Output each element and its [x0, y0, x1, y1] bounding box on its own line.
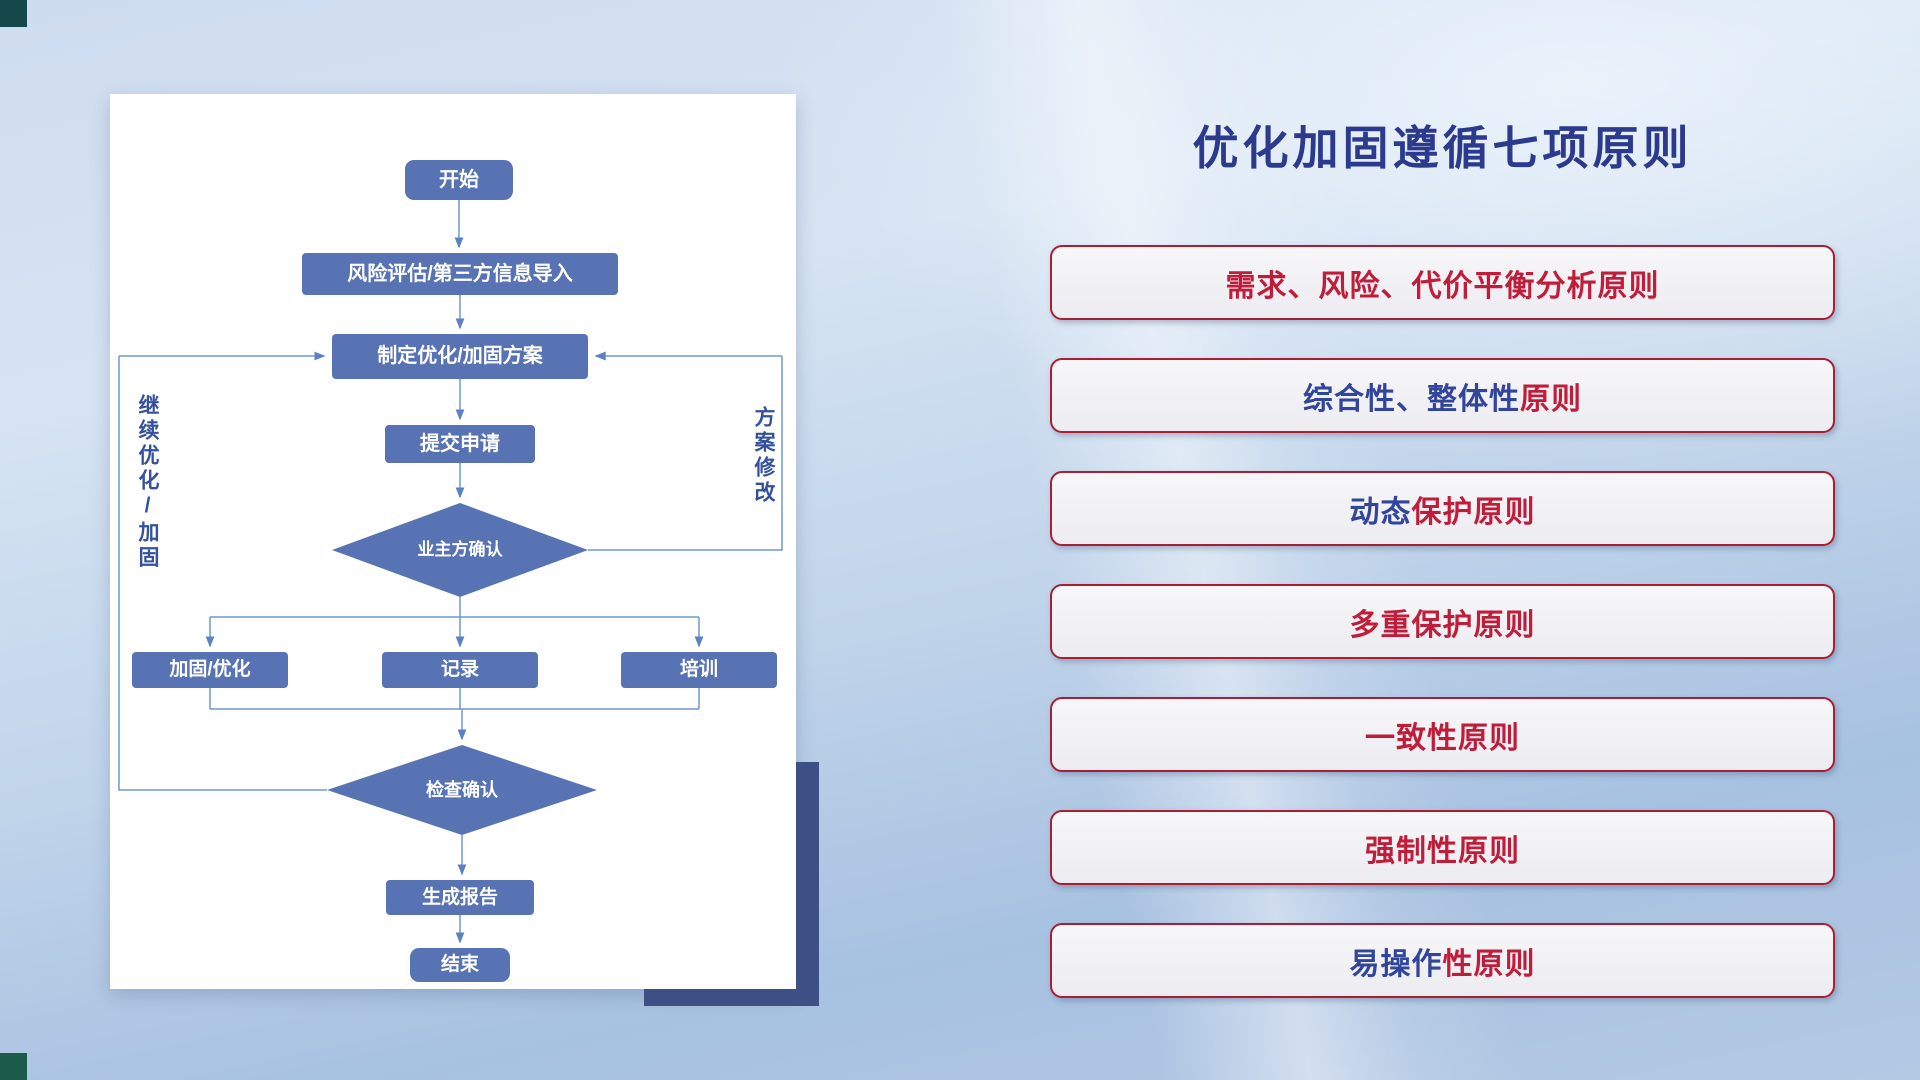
principle-text: 保护原则	[1411, 495, 1536, 529]
corner-decoration-top-left	[0, 0, 27, 27]
principle-text: 性原则	[1442, 947, 1536, 981]
principle-box: 一致性原则	[1050, 697, 1835, 772]
flow-connectors	[118, 200, 783, 944]
principle-box: 综合性、整体性原则	[1050, 358, 1835, 433]
principle-text: 原则	[1520, 382, 1582, 416]
flow-node-start: 开始	[405, 160, 513, 200]
flow-node-training: 培训	[621, 652, 777, 688]
principles-panel: 优化加固遵循七项原则 需求、风险、代价平衡分析原则综合性、整体性原则动态保护原则…	[1050, 0, 1835, 1080]
principle-text: 动态	[1349, 495, 1412, 529]
corner-decoration-bottom-left	[0, 1053, 27, 1080]
principle-text: 一致性原则	[1365, 721, 1520, 755]
principle-text: 多重保护原则	[1349, 608, 1536, 642]
flow-node-end: 结束	[410, 948, 510, 982]
flow-node-record: 记录	[382, 652, 538, 688]
flowchart-card: 开始 风险评估/第三方信息导入 制定优化/加固方案 提交申请 业主方确认 加固/…	[110, 94, 796, 989]
panel-title: 优化加固遵循七项原则	[1192, 122, 1693, 174]
principle-box: 强制性原则	[1050, 810, 1835, 885]
principles-list: 需求、风险、代价平衡分析原则综合性、整体性原则动态保护原则多重保护原则一致性原则…	[1050, 245, 1835, 998]
principle-box: 需求、风险、代价平衡分析原则	[1050, 245, 1835, 320]
flow-node-generate-report: 生成报告	[386, 880, 534, 915]
flow-node-make-plan: 制定优化/加固方案	[332, 334, 588, 379]
principle-box: 动态保护原则	[1050, 471, 1835, 546]
principle-text: 需求、风险、代价平衡分析原则	[1225, 269, 1660, 303]
principle-box: 多重保护原则	[1050, 584, 1835, 659]
loop-label-plan-revision: 方案修改	[752, 406, 775, 506]
flow-node-risk-import: 风险评估/第三方信息导入	[302, 253, 618, 295]
flow-node-harden-optimize: 加固/优化	[132, 652, 288, 688]
principle-box: 易操作性原则	[1050, 923, 1835, 998]
principle-text: 综合性、整体性	[1303, 382, 1520, 416]
flow-node-submit: 提交申请	[385, 425, 535, 463]
principle-text: 强制性原则	[1365, 834, 1520, 868]
principle-text: 易操作	[1349, 947, 1443, 981]
loop-label-continue-optimize: 继续优化/加固	[136, 394, 159, 571]
